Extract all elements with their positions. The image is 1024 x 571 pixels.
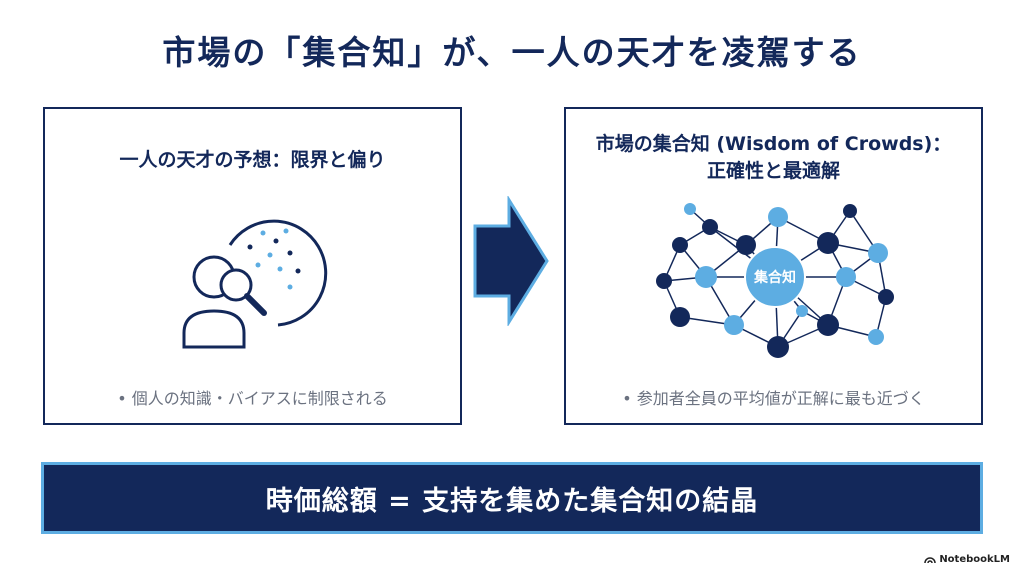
slide-title: 市場の「集合知」が、一人の天才を凌駕する xyxy=(162,33,862,72)
person-magnifier-icon xyxy=(182,219,328,349)
right-panel-heading-line2: 正確性と最適解 xyxy=(706,160,840,182)
banner-text: 時価総額 = 支持を集めた集合知の結晶 xyxy=(265,485,759,517)
right-arrow-icon xyxy=(473,196,549,326)
individual-genius-panel: 一人の天才の予想：限界と偏り • 個人の知識・バイアスに制限される xyxy=(43,107,462,425)
wisdom-of-crowds-panel: 市場の集合知 (Wisdom of Crowds)： 正確性と最適解 xyxy=(564,107,983,425)
notebooklm-watermark: NotebookLM xyxy=(924,554,1010,565)
left-panel-heading: 一人の天才の予想：限界と偏り xyxy=(119,149,386,171)
network-icon xyxy=(656,203,894,358)
brand-name: NotebookLM xyxy=(939,554,1010,565)
left-panel-bullet: • 個人の知識・バイアスに制限される xyxy=(117,389,388,408)
conclusion-banner: 時価総額 = 支持を集めた集合知の結晶 xyxy=(41,462,983,534)
collective-intelligence-label: 集合知 xyxy=(754,270,796,286)
right-panel-heading: 市場の集合知 (Wisdom of Crowds)： 正確性と最適解 xyxy=(566,131,981,185)
notebooklm-logo-icon xyxy=(924,557,937,564)
right-panel-bullet: • 参加者全員の平均値が正解に最も近づく xyxy=(622,389,925,408)
right-panel-heading-line1: 市場の集合知 (Wisdom of Crowds)： xyxy=(595,133,952,155)
